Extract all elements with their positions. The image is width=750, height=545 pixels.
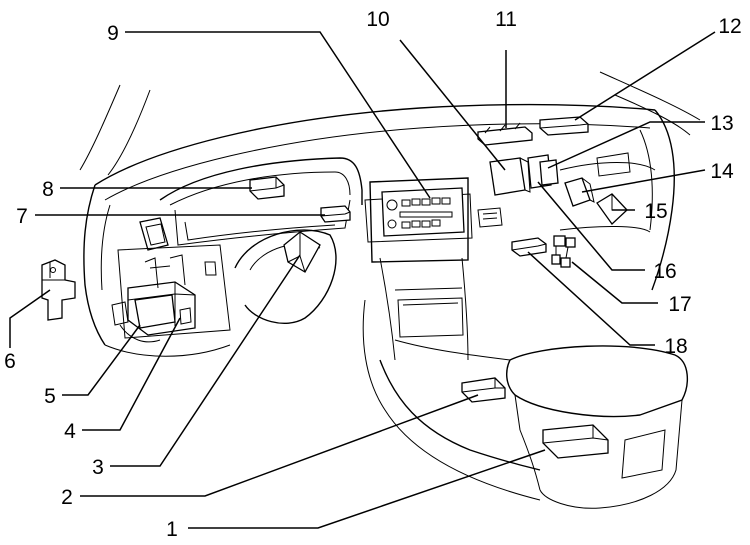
callout-2: 2 (61, 486, 73, 509)
leader-1 (188, 449, 546, 529)
callout-15: 15 (644, 200, 667, 223)
component-11-shape (477, 122, 533, 146)
leader-5 (62, 324, 141, 396)
component-10-shape (489, 157, 526, 196)
callout-12: 12 (718, 15, 741, 38)
callout-6: 6 (4, 350, 16, 373)
leader-16 (537, 181, 645, 271)
callout-13: 13 (710, 112, 733, 135)
leader-18 (527, 251, 655, 346)
component-13-shape (527, 154, 559, 189)
callout-1: 1 (166, 518, 178, 541)
callout-16: 16 (653, 260, 676, 283)
component-3-shape (283, 231, 321, 273)
leader-3 (110, 254, 301, 467)
callout-4: 4 (64, 420, 76, 443)
callout-5: 5 (44, 385, 56, 408)
component-6-shape (41, 259, 76, 321)
leader-13 (547, 121, 705, 169)
component-9-shape (381, 187, 465, 237)
leader-6 (9, 289, 51, 348)
callout-18: 18 (664, 335, 687, 358)
component-8-shape (249, 176, 285, 200)
leader-2 (80, 394, 479, 497)
callout-7: 7 (16, 205, 28, 228)
leader-9 (125, 31, 431, 199)
dashboard-outline (79, 71, 701, 509)
leader-12 (574, 31, 716, 121)
leader-4 (82, 317, 181, 431)
callout-11: 11 (495, 8, 517, 31)
component-shapes (41, 116, 628, 459)
leader-17 (571, 261, 658, 304)
leader-10 (399, 39, 506, 171)
component-17-shape (551, 235, 576, 268)
leader-lines (9, 31, 716, 529)
callout-labels: 1 2 3 4 5 6 7 8 9 10 11 12 13 14 15 16 1… (4, 8, 742, 541)
leader-14 (581, 169, 706, 193)
callout-9: 9 (107, 22, 119, 45)
callout-17: 17 (668, 293, 691, 316)
component-1-shape (542, 424, 609, 459)
callout-8: 8 (42, 178, 54, 201)
callout-3: 3 (92, 456, 104, 479)
callout-14: 14 (710, 160, 734, 183)
callout-10: 10 (366, 8, 389, 31)
